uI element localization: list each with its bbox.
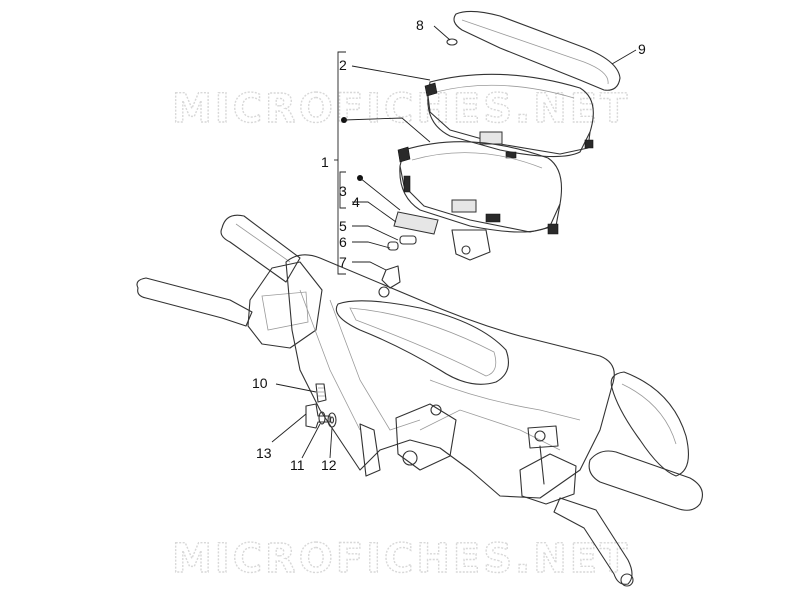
leader-13 <box>271 413 307 443</box>
screw-8 <box>446 38 458 46</box>
leader-12 <box>329 427 333 459</box>
callout-4: 4 <box>352 194 360 210</box>
leader-5 <box>352 225 399 241</box>
bulb-holder-7 <box>381 265 401 289</box>
callout-1: 1 <box>321 154 329 170</box>
leader-3 <box>359 177 401 211</box>
leader-10 <box>275 383 317 393</box>
bulb-5 <box>399 235 417 245</box>
callout-11: 11 <box>290 457 305 473</box>
watermark-top: MICROFICHES.NET <box>172 86 630 132</box>
watermark-bottom: MICROFICHES.NET <box>172 536 630 582</box>
instrument-cluster <box>397 141 563 261</box>
callout-8: 8 <box>416 17 424 33</box>
handlebar-assembly <box>136 214 703 587</box>
connector-slot <box>479 131 503 145</box>
callout-9: 9 <box>638 41 646 57</box>
washer-11 <box>318 411 326 425</box>
instrument-cover-rear <box>424 73 594 159</box>
washer-12 <box>327 412 337 428</box>
leader-7 <box>352 261 387 271</box>
leader-2 <box>351 65 431 81</box>
display-window <box>451 199 477 213</box>
callout-13: 13 <box>256 445 272 461</box>
callout-7: 7 <box>339 254 347 270</box>
bulb-6 <box>387 241 399 251</box>
bolt-13 <box>305 403 331 429</box>
leader-8 <box>433 25 451 41</box>
leader-11 <box>301 423 321 459</box>
leader-4 <box>352 201 397 223</box>
gasket-4 <box>393 211 439 235</box>
callout-2: 2 <box>339 57 347 73</box>
group-bracket-1 <box>337 51 346 275</box>
leader-1 <box>343 117 431 143</box>
callout-5: 5 <box>339 218 347 234</box>
callout-10: 10 <box>252 375 268 391</box>
callout-12: 12 <box>321 457 337 473</box>
leader-6 <box>352 241 391 249</box>
callout-6: 6 <box>339 234 347 250</box>
callout-3: 3 <box>339 183 347 199</box>
screw-10 <box>315 383 327 403</box>
bezel-trim <box>453 10 621 91</box>
leader-9 <box>611 49 637 65</box>
group-bracket-3 <box>339 171 346 209</box>
